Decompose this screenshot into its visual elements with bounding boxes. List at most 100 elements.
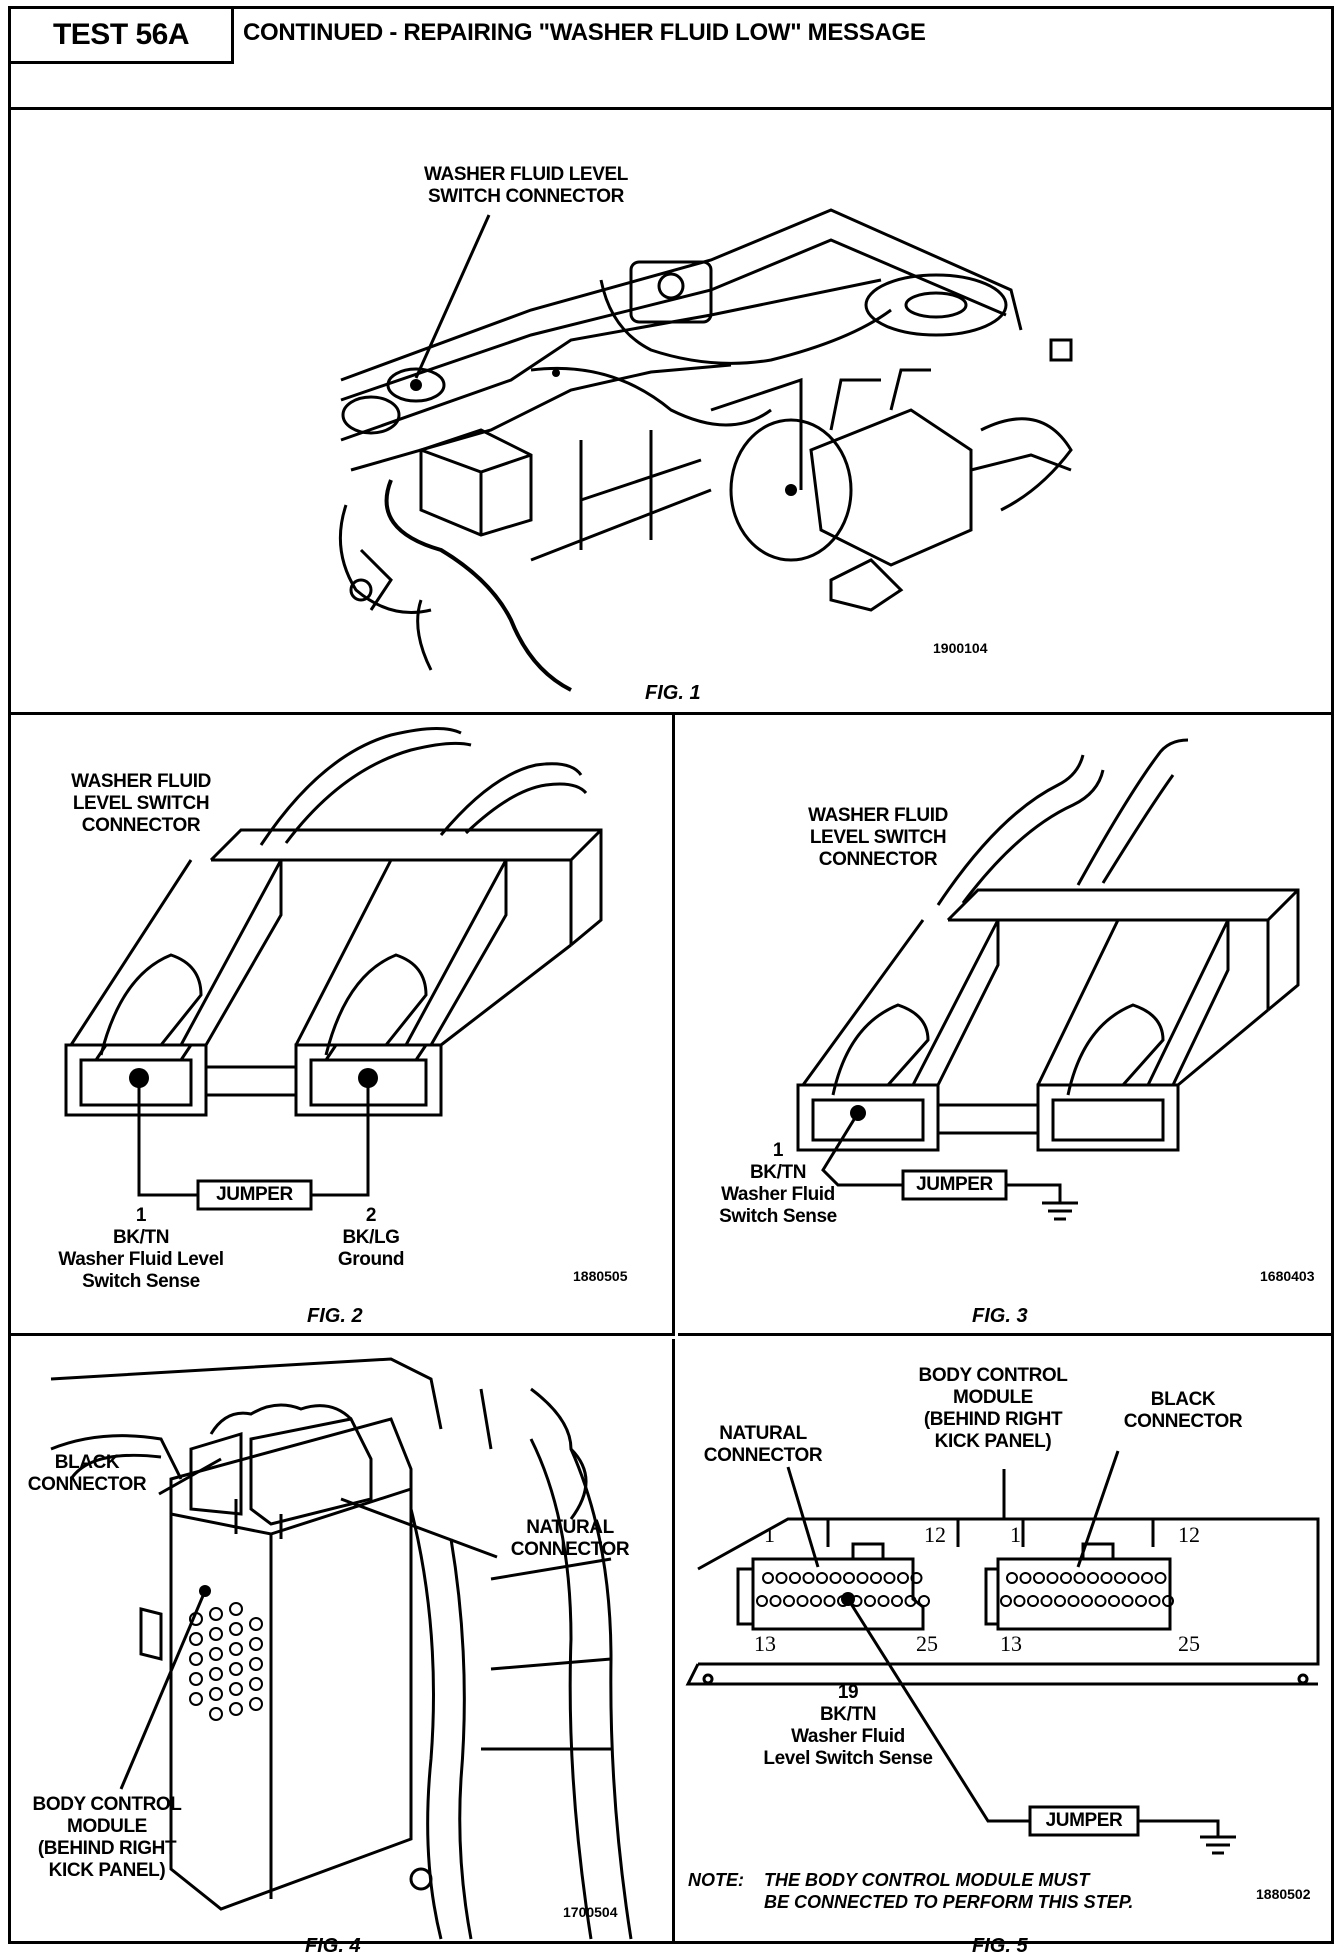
pin-cavity — [1088, 1573, 1098, 1583]
figure-2-panel: WASHER FLUID LEVEL SWITCH CONNECTOR JUMP… — [11, 715, 675, 1336]
pin-cavity — [1129, 1573, 1139, 1583]
fig5-pin-25-left: 25 — [916, 1631, 938, 1656]
pin-cavity — [1142, 1573, 1152, 1583]
pin-cavity — [784, 1596, 794, 1606]
pin-cavity — [811, 1596, 821, 1606]
pin-cavity — [1102, 1573, 1112, 1583]
connector-pins — [757, 1573, 1173, 1606]
fig1-callout-label: WASHER FLUID LEVEL SWITCH CONNECTOR — [424, 164, 628, 207]
bcm-location-illustration — [11, 1339, 675, 1941]
connector-2-pin-illustration — [11, 715, 675, 1336]
page-header: TEST 56A CONTINUED - REPAIRING "WASHER F… — [11, 9, 1331, 110]
pin-cavity — [777, 1573, 787, 1583]
figure-1-panel: WASHER FLUID LEVEL SWITCH CONNECTOR 1900… — [11, 110, 1331, 715]
pin-cavity — [885, 1573, 895, 1583]
pin-cavity — [1042, 1596, 1052, 1606]
pin-cavity — [906, 1596, 916, 1606]
pin-cavity — [1034, 1573, 1044, 1583]
pin-cavity — [1150, 1596, 1160, 1606]
pin-cavity — [817, 1573, 827, 1583]
figure-4-panel: BLACK CONNECTOR NATURAL CONNECTOR BODY C… — [11, 1339, 675, 1957]
fig2-caption: FIG. 2 — [307, 1305, 363, 1327]
test-number-box: TEST 56A — [11, 9, 234, 64]
pin-cavity — [912, 1573, 922, 1583]
fig5-pin-25-right: 25 — [1178, 1631, 1200, 1656]
pin-cavity — [1015, 1596, 1025, 1606]
fig1-figure-number: 1900104 — [933, 640, 988, 656]
fig5-note-line1: THE BODY CONTROL MODULE MUST — [764, 1870, 1090, 1890]
fig5-note-label: NOTE: — [688, 1870, 744, 1890]
fig5-note-line2: BE CONNECTED TO PERFORM THIS STEP. — [764, 1892, 1134, 1912]
fig3-jumper-label: JUMPER — [916, 1174, 993, 1195]
pin-cavity — [1075, 1573, 1085, 1583]
pin-cavity — [798, 1596, 808, 1606]
fig3-figure-number: 1680403 — [1260, 1268, 1315, 1284]
figure-3-panel: WASHER FLUID LEVEL SWITCH CONNECTOR JUMP… — [678, 715, 1331, 1336]
fig5-pin-1-right: 1 — [1010, 1522, 1021, 1547]
pin-cavity — [871, 1573, 881, 1583]
pin-cavity — [858, 1573, 868, 1583]
pin-cavity — [1069, 1596, 1079, 1606]
pin-cavity — [1109, 1596, 1119, 1606]
pin-cavity — [1048, 1573, 1058, 1583]
fig5-bcm-label: BODY CONTROL MODULE (BEHIND RIGHT KICK P… — [918, 1365, 1068, 1452]
pin-cavity — [879, 1596, 889, 1606]
fig5-figure-number: 1880502 — [1256, 1886, 1311, 1902]
fig3-pin1-label: 1 BK/TN Washer Fluid Switch Sense — [719, 1140, 837, 1227]
fig5-jumper-label: JUMPER — [1045, 1810, 1123, 1831]
engine-compartment-illustration — [11, 110, 1331, 715]
pin-cavity — [1096, 1596, 1106, 1606]
fig5-caption: FIG. 5 — [972, 1935, 1028, 1957]
fig5-pin-12-left: 12 — [924, 1522, 946, 1547]
page-title: CONTINUED - REPAIRING "WASHER FLUID LOW"… — [243, 19, 926, 46]
pin-cavity — [1115, 1573, 1125, 1583]
bcm-connector-face-illustration — [678, 1339, 1331, 1941]
fig5-natural-connector-label: NATURAL CONNECTOR — [703, 1423, 823, 1466]
fig5-pin-12-right: 12 — [1178, 1522, 1200, 1547]
pin-cavity — [1001, 1596, 1011, 1606]
connector-jumper-ground-illustration — [678, 715, 1331, 1336]
fig4-caption: FIG. 4 — [305, 1935, 361, 1957]
pin-cavity — [763, 1573, 773, 1583]
pin-cavity — [1123, 1596, 1133, 1606]
pin-cavity — [1028, 1596, 1038, 1606]
pin-cavity — [831, 1573, 841, 1583]
fig3-connector-title: WASHER FLUID LEVEL SWITCH CONNECTOR — [808, 805, 948, 870]
pin-cavity — [844, 1573, 854, 1583]
fig1-caption: FIG. 1 — [645, 682, 701, 704]
fig5-pin-13-right: 13 — [1000, 1631, 1022, 1656]
pin-cavity — [1061, 1573, 1071, 1583]
fig5-pin-13-left: 13 — [754, 1631, 776, 1656]
fig3-caption: FIG. 3 — [972, 1305, 1028, 1327]
pin-cavity — [1082, 1596, 1092, 1606]
pin-cavity — [1007, 1573, 1017, 1583]
pin-cavity — [898, 1573, 908, 1583]
pin-cavity — [757, 1596, 767, 1606]
pin-cavity — [1055, 1596, 1065, 1606]
pin-cavity — [1021, 1573, 1031, 1583]
pin-cavity — [804, 1573, 814, 1583]
fig2-connector-title: WASHER FLUID LEVEL SWITCH CONNECTOR — [71, 771, 211, 836]
fig4-figure-number: 1700504 — [563, 1904, 618, 1920]
pin-cavity — [1163, 1596, 1173, 1606]
fig2-jumper-label: JUMPER — [216, 1184, 293, 1205]
fig2-figure-number: 1880505 — [573, 1268, 628, 1284]
pin-cavity — [825, 1596, 835, 1606]
pin-cavity — [790, 1573, 800, 1583]
pin-cavity — [1136, 1596, 1146, 1606]
pin-cavity — [919, 1596, 929, 1606]
pin-cavity — [892, 1596, 902, 1606]
fig4-black-connector-label: BLACK CONNECTOR — [27, 1452, 147, 1495]
pin-cavity — [1156, 1573, 1166, 1583]
fig5-pin19-label: 19 BK/TN Washer Fluid Level Switch Sense — [763, 1682, 933, 1769]
fig5-pin-1-left: 1 — [764, 1522, 775, 1547]
fig2-pin1-label: 1 BK/TN Washer Fluid Level Switch Sense — [58, 1205, 224, 1292]
pin-cavity — [865, 1596, 875, 1606]
fig2-pin2-label: 2 BK/LG Ground — [337, 1205, 405, 1270]
fig5-black-connector-label: BLACK CONNECTOR — [1123, 1389, 1243, 1432]
pin-cavity — [771, 1596, 781, 1606]
service-manual-page: TEST 56A CONTINUED - REPAIRING "WASHER F… — [8, 6, 1334, 1957]
figure-5-panel: NATURAL CONNECTOR BODY CONTROL MODULE (B… — [678, 1339, 1331, 1957]
fig4-natural-connector-label: NATURAL CONNECTOR — [510, 1517, 630, 1560]
fig4-bcm-label: BODY CONTROL MODULE (BEHIND RIGHT KICK P… — [32, 1794, 182, 1881]
